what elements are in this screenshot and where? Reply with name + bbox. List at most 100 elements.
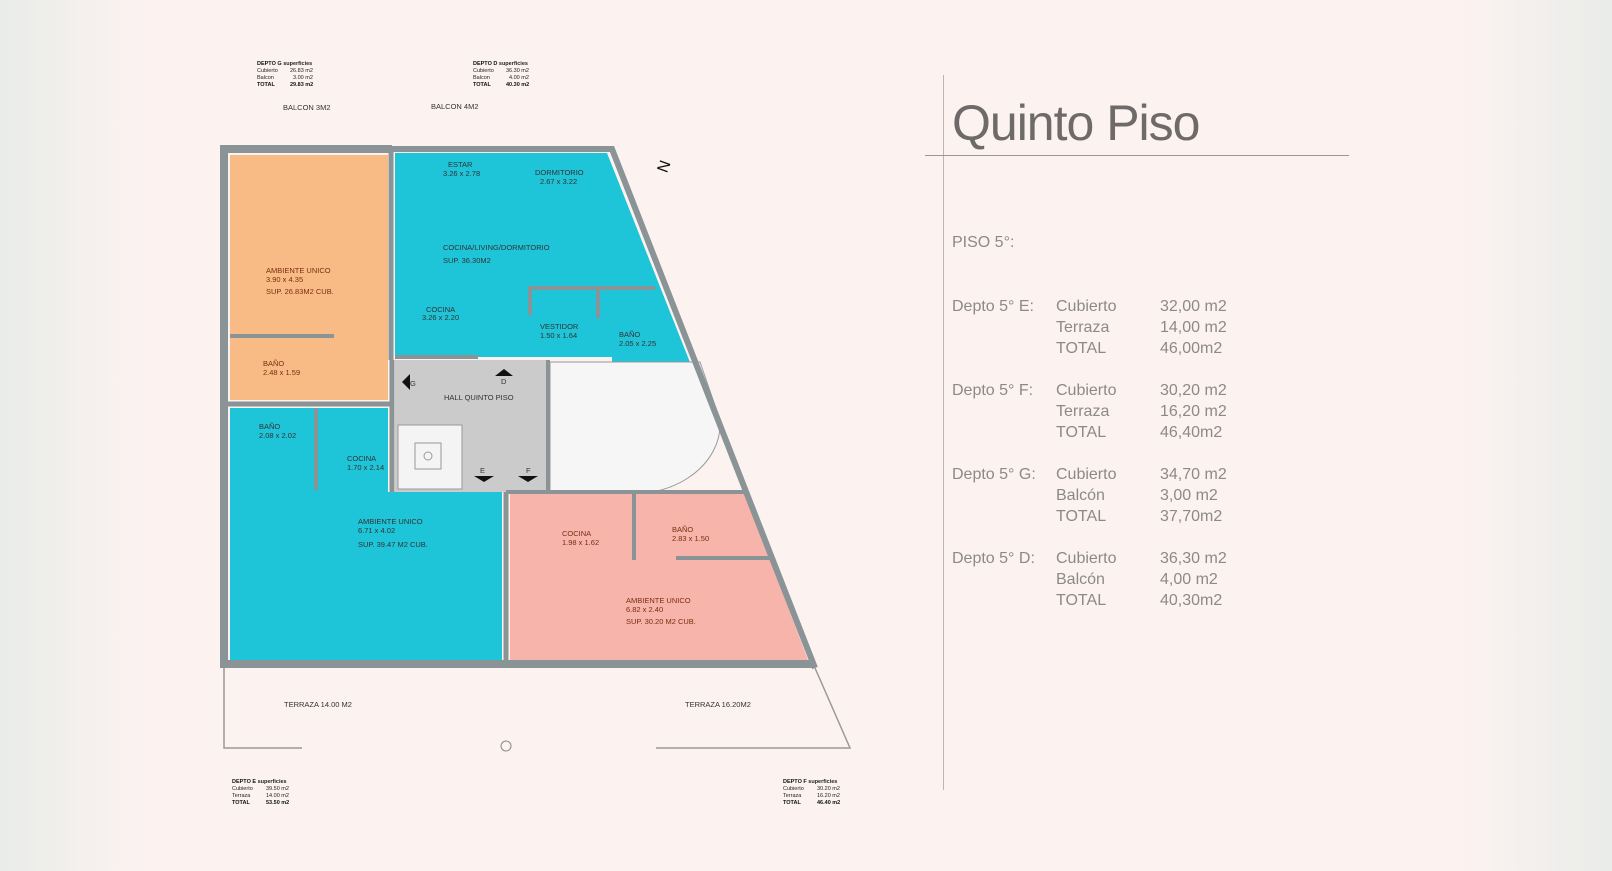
- svg-text:ESTAR: ESTAR: [448, 160, 473, 169]
- svg-text:COCINA: COCINA: [562, 529, 591, 538]
- row-value: 30,20 m2: [1160, 382, 1227, 399]
- row-label: TOTAL: [1056, 340, 1107, 357]
- terrace-outline: [223, 667, 852, 749]
- row-label: Cubierto: [1056, 466, 1117, 483]
- svg-text:39.50 m2: 39.50 m2: [266, 786, 289, 792]
- svg-text:2.48 x 1.59: 2.48 x 1.59: [263, 368, 300, 377]
- svg-text:1.98 x 1.62: 1.98 x 1.62: [562, 538, 599, 547]
- north-icon: N: [655, 158, 675, 175]
- svg-text:DEPTO D superficies: DEPTO D superficies: [473, 61, 528, 67]
- row-value: 46,40m2: [1160, 424, 1223, 441]
- row-value: 16,20 m2: [1160, 403, 1227, 420]
- svg-text:26.83 m2: 26.83 m2: [290, 68, 313, 74]
- terraza-e-label: TERRAZA 14.00 M2: [284, 700, 352, 709]
- svg-text:Balcon: Balcon: [257, 75, 274, 81]
- svg-text:3.26 x 2.20: 3.26 x 2.20: [422, 313, 459, 322]
- svg-text:TOTAL: TOTAL: [783, 800, 801, 806]
- svg-text:3.26 x 2.78: 3.26 x 2.78: [443, 169, 480, 178]
- divider-vertical: [943, 75, 944, 790]
- svg-text:Terraza: Terraza: [232, 793, 251, 799]
- svg-text:BAÑO: BAÑO: [672, 525, 693, 534]
- svg-text:2.05 x 2.25: 2.05 x 2.25: [619, 339, 656, 348]
- svg-text:AMBIENTE UNICO: AMBIENTE UNICO: [266, 266, 331, 275]
- door-f-arrow-icon: F: [518, 466, 538, 482]
- svg-text:SUP. 30.20 M2 CUB.: SUP. 30.20 M2 CUB.: [626, 617, 696, 626]
- svg-text:COCINA: COCINA: [347, 454, 376, 463]
- svg-text:DORMITORIO: DORMITORIO: [535, 168, 584, 177]
- row-label: Balcón: [1056, 571, 1105, 588]
- svg-text:DEPTO G superficies: DEPTO G superficies: [257, 61, 312, 67]
- svg-text:D: D: [501, 377, 507, 386]
- drain-icon: [500, 740, 512, 752]
- row-value: 37,70m2: [1160, 508, 1223, 525]
- svg-text:SUP. 36.30M2: SUP. 36.30M2: [443, 256, 491, 265]
- svg-text:29.83 m2: 29.83 m2: [290, 82, 313, 88]
- balcon-d-label: BALCON 4M2: [431, 102, 479, 111]
- row-value: 32,00 m2: [1160, 298, 1227, 315]
- row-label: Cubierto: [1056, 298, 1117, 315]
- svg-text:SUP. 26.83M2 CUB.: SUP. 26.83M2 CUB.: [266, 287, 334, 296]
- depto-g-area: [230, 155, 388, 400]
- svg-text:Cubierto: Cubierto: [473, 68, 494, 74]
- walls: [220, 145, 818, 670]
- svg-text:4.00 m2: 4.00 m2: [509, 75, 529, 81]
- depto-name: Depto 5° F:: [952, 382, 1034, 399]
- background-edge-right: [1462, 0, 1612, 871]
- svg-text:Cubierto: Cubierto: [232, 786, 253, 792]
- svg-text:BAÑO: BAÑO: [263, 359, 284, 368]
- svg-text:2.67 x 3.22: 2.67 x 3.22: [540, 177, 577, 186]
- depto-row: TOTAL 46,40m2: [1056, 422, 1316, 443]
- svg-text:COCINA/LIVING/DORMITORIO: COCINA/LIVING/DORMITORIO: [443, 243, 550, 252]
- depto-name: Depto 5° E:: [952, 298, 1034, 315]
- door-e-arrow-icon: E: [474, 466, 494, 482]
- svg-text:E: E: [480, 466, 485, 475]
- svg-text:TOTAL: TOTAL: [257, 82, 275, 88]
- depto-name: Depto 5° D:: [952, 550, 1035, 567]
- svg-text:3.90 x 4.35: 3.90 x 4.35: [266, 275, 303, 284]
- balcon-g-label: BALCON 3M2: [283, 103, 331, 112]
- door-d-arrow-icon: D: [495, 369, 513, 386]
- row-value: 46,00m2: [1160, 340, 1223, 357]
- terraza-f-label: TERRAZA 16.20M2: [685, 700, 751, 709]
- row-label: Balcón: [1056, 487, 1105, 504]
- divider-horizontal: [925, 155, 1349, 156]
- svg-text:COCINA: COCINA: [426, 305, 455, 314]
- row-value: 3,00 m2: [1160, 487, 1218, 504]
- svg-text:F: F: [526, 466, 531, 475]
- depto-d-area: [395, 153, 697, 380]
- row-value: 14,00 m2: [1160, 319, 1227, 336]
- room-cocina-living-dormitorio: COCINA/LIVING/DORMITORIO SUP. 36.30M2: [443, 243, 550, 265]
- svg-text:46.40 m2: 46.40 m2: [817, 800, 840, 806]
- svg-text:6.82 x 2.40: 6.82 x 2.40: [626, 605, 663, 614]
- hall-label: HALL QUINTO PISO: [444, 393, 514, 402]
- svg-text:Cubierto: Cubierto: [783, 786, 804, 792]
- svg-text:6.71 x 4.02: 6.71 x 4.02: [358, 526, 395, 535]
- row-label: TOTAL: [1056, 424, 1107, 441]
- row-label: TOTAL: [1056, 508, 1107, 525]
- svg-text:VESTIDOR: VESTIDOR: [540, 322, 579, 331]
- svg-text:1.50 x 1.64: 1.50 x 1.64: [540, 331, 577, 340]
- row-label: Cubierto: [1056, 550, 1117, 567]
- depto-row: Balcón 3,00 m2: [1056, 485, 1316, 506]
- row-value: 40,30m2: [1160, 592, 1223, 609]
